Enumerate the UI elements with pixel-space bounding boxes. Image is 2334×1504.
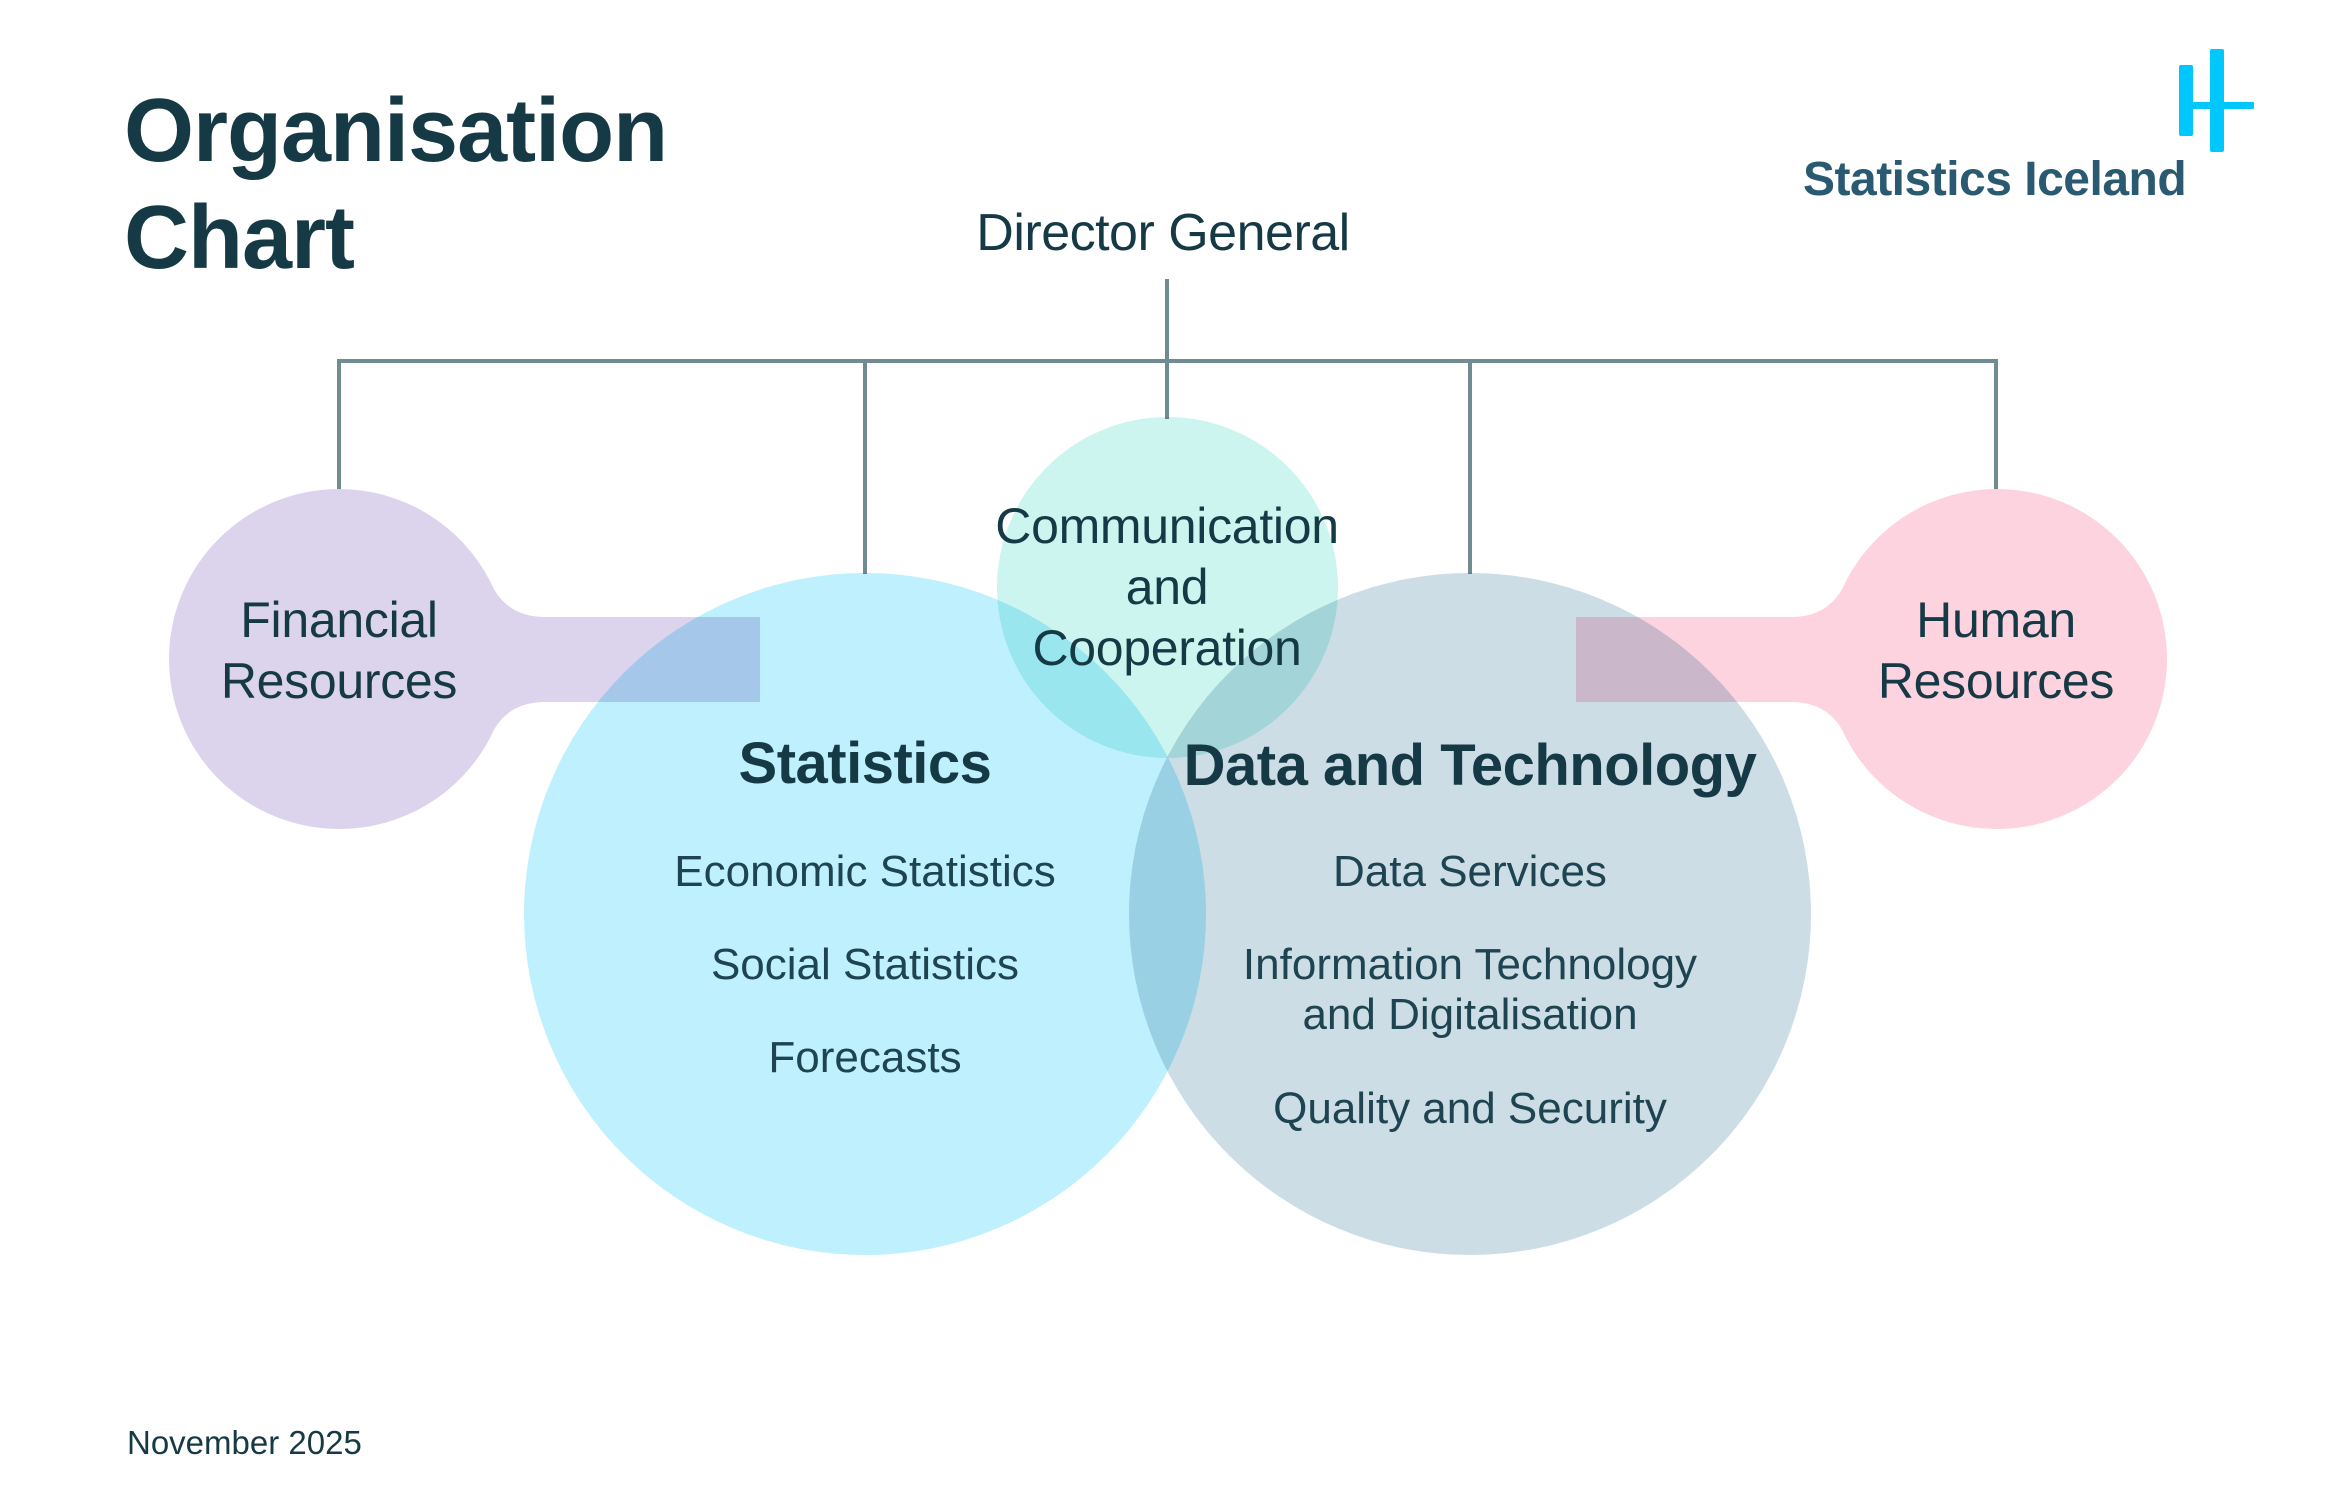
page-title-line-1: Organisation bbox=[124, 81, 668, 181]
statistics-item-social: Social Statistics bbox=[710, 940, 1020, 989]
director-general-label: Director General bbox=[976, 204, 1350, 262]
page-title-line-2: Chart bbox=[124, 188, 355, 288]
human-resources-shape bbox=[1576, 489, 2167, 830]
financial-resources-label: Financial Resources bbox=[220, 592, 458, 709]
data-technology-item-quality-security: Quality and Security bbox=[1273, 1084, 1667, 1133]
statistics-item-economic: Economic Statistics bbox=[674, 847, 1056, 896]
data-technology-item-information-technology: Information Technology and Digitalisatio… bbox=[1242, 940, 1698, 1039]
communication-cooperation-circle bbox=[997, 417, 1338, 758]
page-title: Organisation Chart bbox=[124, 78, 668, 292]
statistics-item-forecasts: Forecasts bbox=[768, 1033, 962, 1082]
statistics-iceland-logo-icon bbox=[2179, 49, 2254, 152]
connector-line-horizontal bbox=[337, 359, 1998, 363]
connector-line-director-down bbox=[1165, 279, 1169, 419]
connector-line-financial bbox=[337, 359, 341, 490]
connector-line-human bbox=[1994, 359, 1998, 490]
logo-wordmark: Statistics Iceland bbox=[1803, 153, 2187, 206]
footer-date: November 2025 bbox=[127, 1424, 362, 1461]
financial-resources-shape bbox=[169, 489, 760, 830]
data-technology-division-title: Data and Technology bbox=[1183, 733, 1757, 798]
communication-cooperation-label: Communication and Cooperation bbox=[995, 498, 1339, 676]
human-resources-label: Human Resources bbox=[1877, 592, 2115, 709]
data-technology-item-data-services: Data Services bbox=[1333, 847, 1607, 896]
connector-line-statistics bbox=[863, 359, 867, 574]
connector-line-data-technology bbox=[1468, 359, 1472, 574]
statistics-division-title: Statistics bbox=[738, 731, 992, 796]
